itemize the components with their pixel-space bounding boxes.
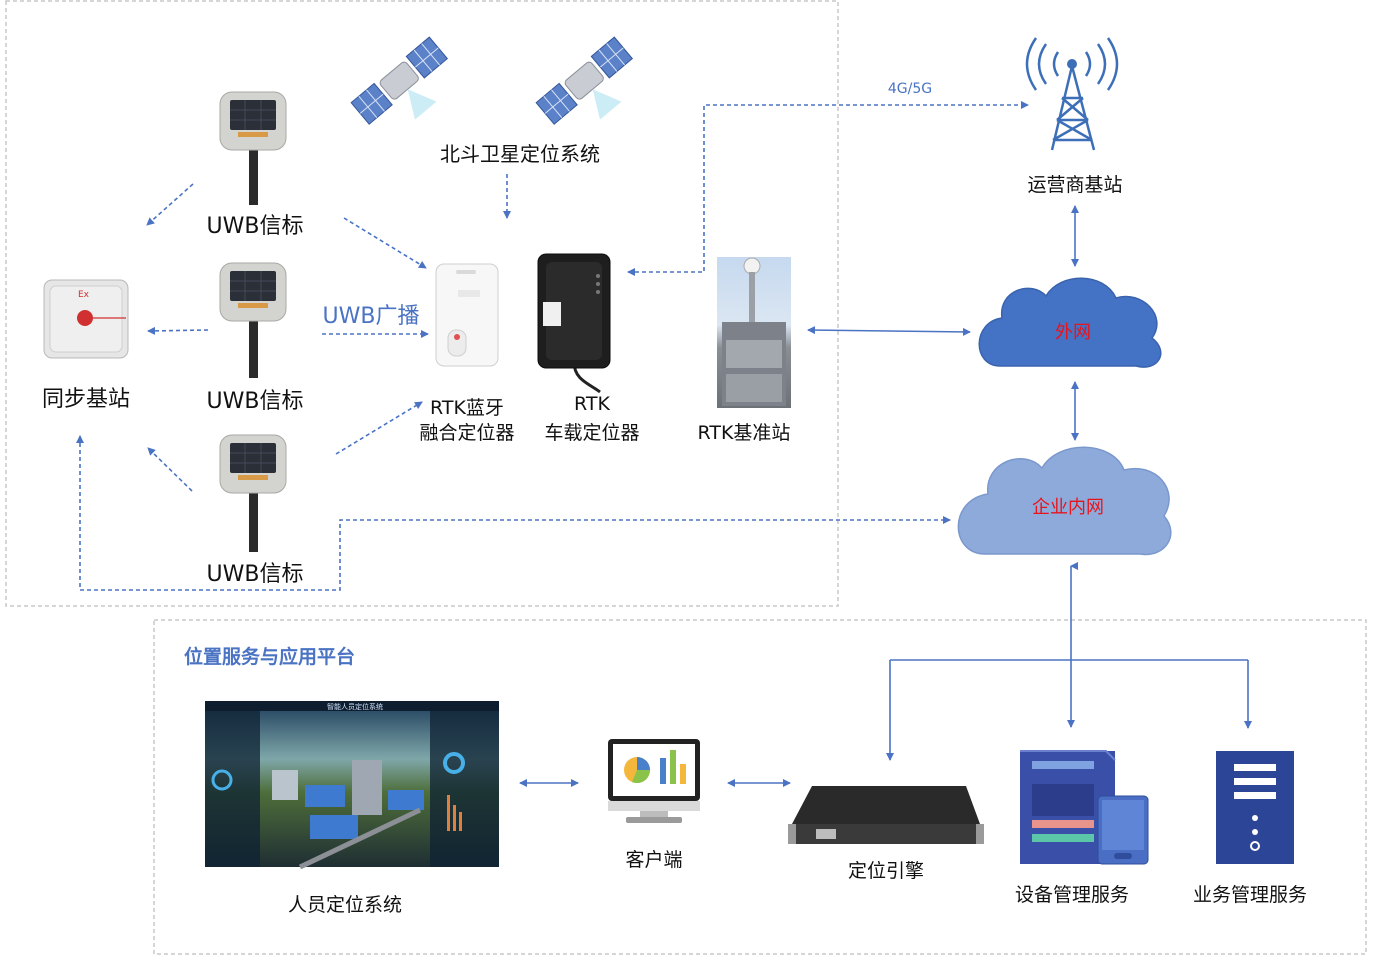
- arrow-beacon3-to-intranet: [76, 435, 951, 591]
- operator-station-label: 运营商基站: [1027, 174, 1123, 196]
- client-monitor-icon: [608, 739, 700, 823]
- client-label: 客户端: [625, 849, 683, 871]
- rtk-bluetooth-locator-icon: [435, 263, 499, 367]
- rtk-vehicle-label-line1: RTK: [574, 393, 610, 415]
- positioning-engine-icon: [788, 786, 984, 844]
- external-net-cloud: [978, 277, 1162, 368]
- uwb-beacon-icon-3: [219, 434, 287, 552]
- uwb-broadcast-label: UWB广播: [322, 304, 420, 329]
- sync-station-icon: [43, 279, 129, 359]
- satellite-icon-2: [535, 36, 634, 125]
- rtk-bt-label-line2: 融合定位器: [419, 422, 515, 444]
- device-mgmt-icon: [1020, 750, 1149, 865]
- cell-tower-icon: [1025, 37, 1119, 151]
- platform-area-border: [153, 619, 1367, 955]
- arrow-beacon1-to-rtkbt: [343, 217, 427, 269]
- rtk-vehicle-label-line2: 车载定位器: [544, 422, 640, 444]
- beacon-label-3: UWB信标: [206, 562, 304, 587]
- personnel-system-label: 人员定位系统: [287, 894, 402, 916]
- engine-label: 定位引擎: [847, 860, 924, 882]
- arrow-beacon1-to-sync: [146, 183, 194, 226]
- device-mgmt-label: 设备管理服务: [1014, 884, 1129, 906]
- platform-title: 位置服务与应用平台: [184, 646, 356, 668]
- intranet-cloud: [957, 446, 1172, 556]
- beacon-label-2: UWB信标: [206, 389, 304, 414]
- arrow-beacon2-to-sync: [147, 326, 209, 335]
- intranet-label: 企业内网: [1032, 497, 1104, 518]
- arrow-4g5g-link: [627, 101, 1029, 276]
- uwb-beacon-icon-2: [219, 262, 287, 378]
- dashboard-title: 智能人员定位系统: [327, 703, 383, 711]
- uwb-beacon-icon-1: [219, 91, 287, 205]
- sync-station-label: 同步基站: [41, 387, 130, 412]
- rtk-bt-label-line1: RTK蓝牙: [430, 397, 504, 419]
- beacon-label-1: UWB信标: [206, 214, 304, 239]
- external-net-label: 外网: [1055, 322, 1091, 343]
- arrow-rtkbase-extnet: [807, 326, 971, 336]
- field-area-border: [5, 0, 839, 607]
- rtk-base-label: RTK基准站: [697, 422, 791, 444]
- business-mgmt-icon: [1216, 751, 1294, 864]
- beidou-label: 北斗卫星定位系统: [440, 142, 600, 166]
- arrow-beacon3-to-sync: [147, 447, 193, 492]
- link-4g5g-label: 4G/5G: [887, 81, 933, 97]
- rtk-vehicle-locator-icon: [537, 253, 611, 394]
- personnel-system-dashboard: [205, 701, 499, 870]
- business-mgmt-label: 业务管理服务: [1192, 884, 1307, 906]
- rtk-base-station-icon: [717, 257, 791, 408]
- sync-station-ex-mark: Ex: [78, 290, 90, 300]
- satellite-icon-1: [350, 36, 449, 125]
